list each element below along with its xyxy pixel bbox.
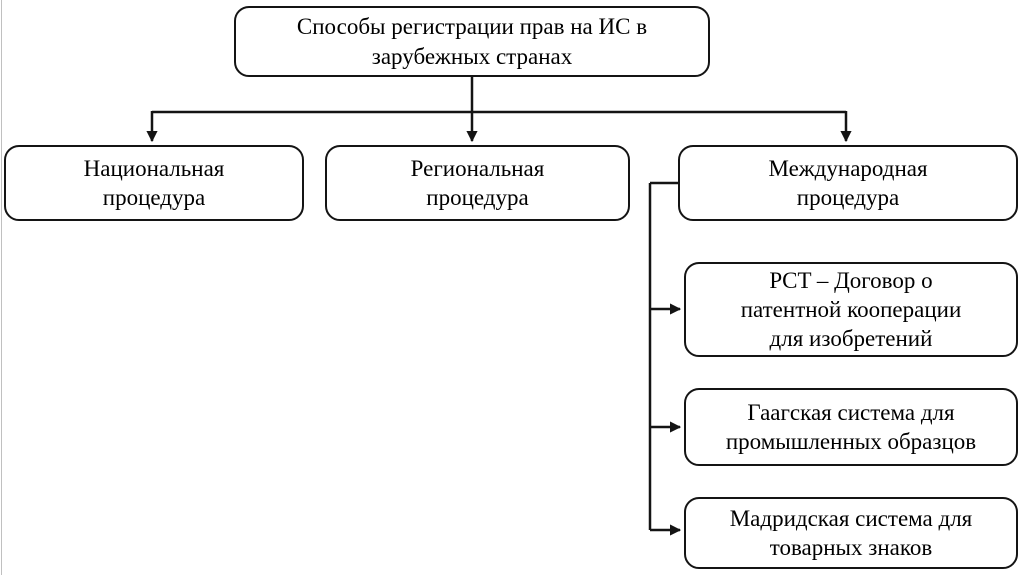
node-hague-label: Гаагская система для промышленных образц… xyxy=(725,399,977,454)
node-hague-system: Гаагская система для промышленных образц… xyxy=(684,388,1018,466)
node-pct-treaty: PCT – Договор о патентной кооперации для… xyxy=(684,262,1018,357)
node-regional-label: Региональная процедура xyxy=(410,155,545,210)
node-madrid-label: Мадридская система для товарных знаков xyxy=(729,505,973,560)
node-national-procedure: Национальная процедура xyxy=(4,145,304,221)
node-madrid-system: Мадридская система для товарных знаков xyxy=(684,497,1018,569)
node-international-procedure: Международная процедура xyxy=(678,145,1018,221)
node-root-label: Способы регистрации прав на ИС в зарубеж… xyxy=(296,14,648,69)
node-regional-procedure: Региональная процедура xyxy=(325,145,630,221)
node-international-label: Международная процедура xyxy=(768,155,928,210)
node-root: Способы регистрации прав на ИС в зарубеж… xyxy=(234,6,710,77)
node-national-label: Национальная процедура xyxy=(83,155,225,210)
slide-left-edge xyxy=(1,0,2,575)
node-pct-label: PCT – Договор о патентной кооперации для… xyxy=(740,267,962,352)
